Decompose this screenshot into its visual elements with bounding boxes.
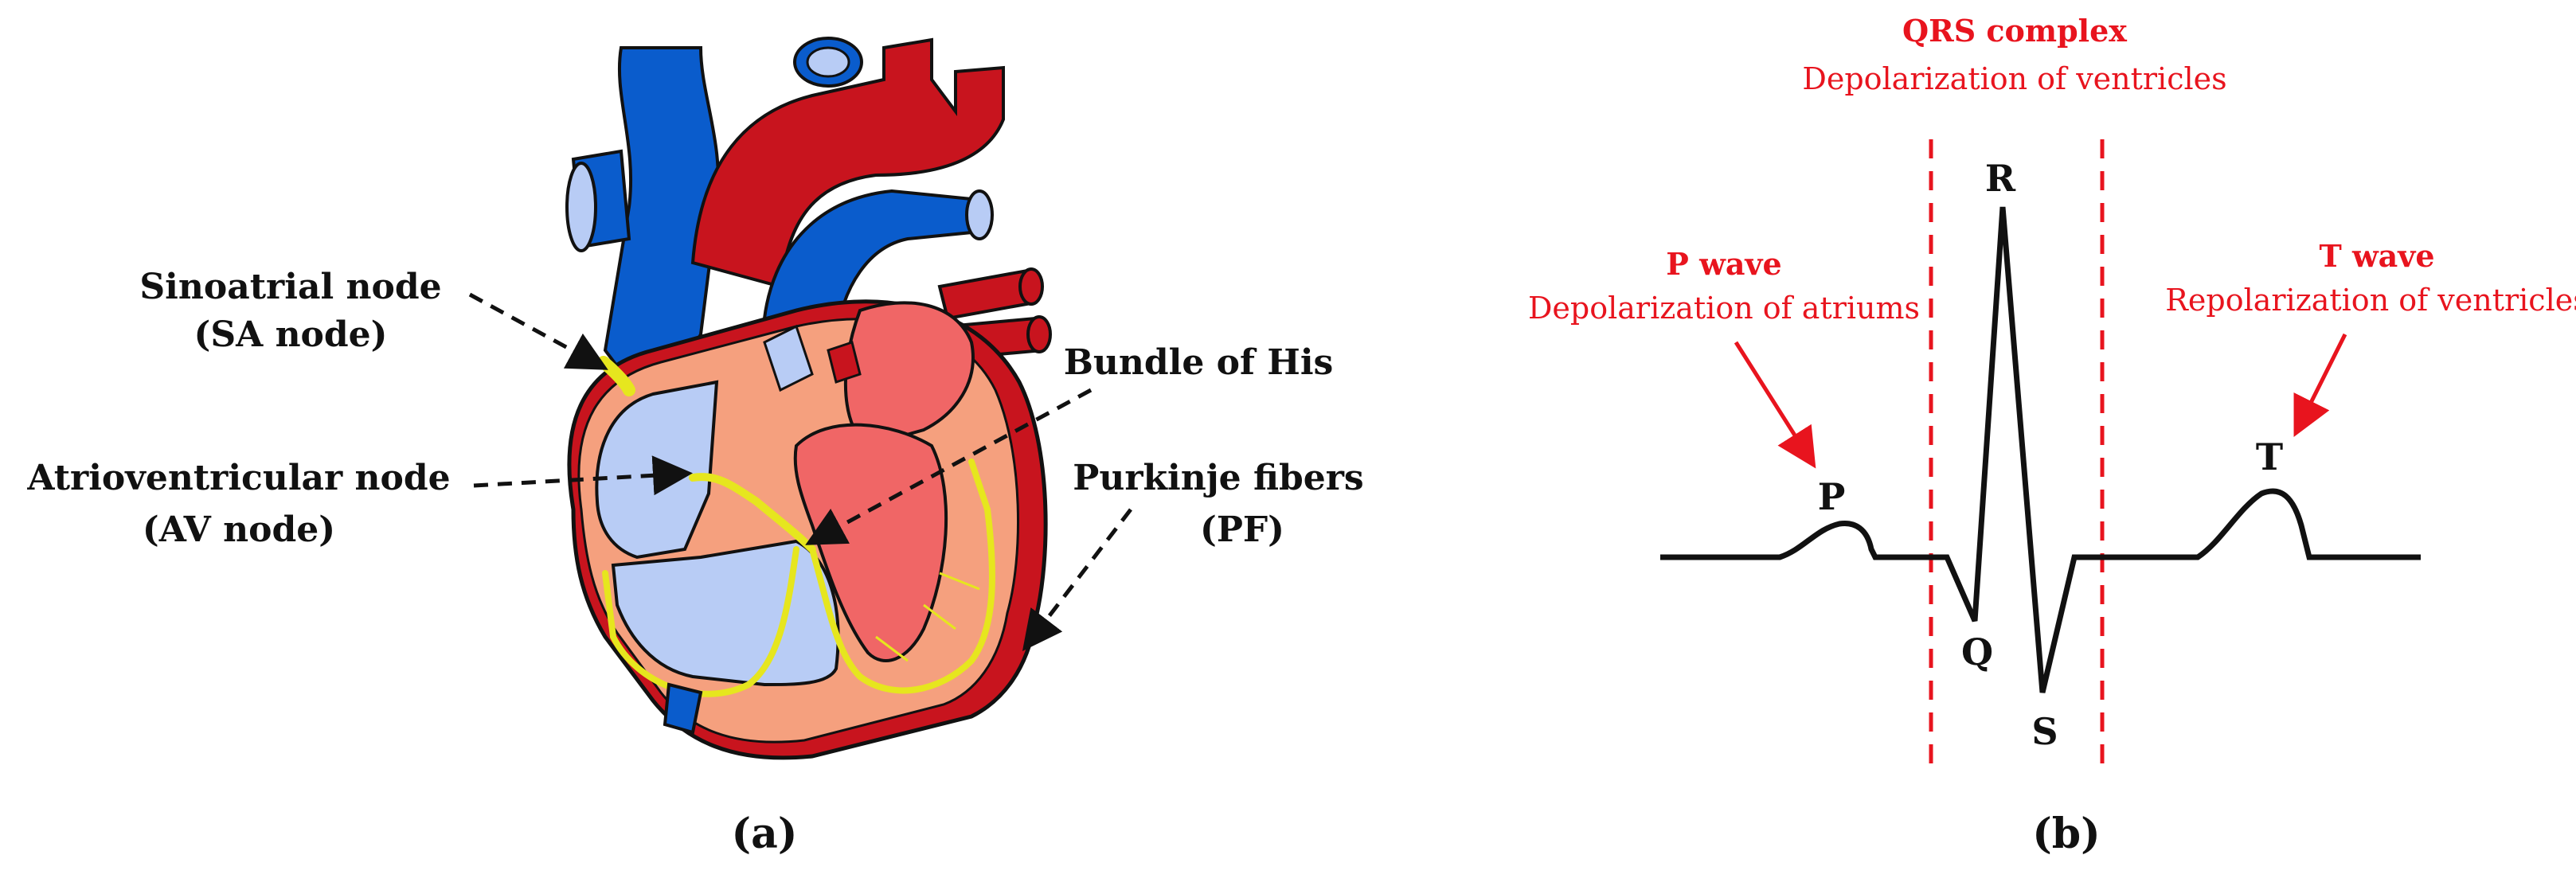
- caption-a: (a): [732, 810, 798, 858]
- label-purkinje-line1: Purkinje fibers: [1073, 458, 1363, 498]
- aortic-arch: [690, 37, 1005, 289]
- pulmonary-artery: [762, 189, 991, 337]
- pointer-bundle-of-his: [805, 388, 1093, 545]
- t-wave-arrow: [2293, 333, 2347, 437]
- right-ventricle: [611, 539, 840, 687]
- ecg-panel: P Q R S T QRS complex Depolarization of …: [1528, 13, 2576, 858]
- purkinje-left-branch: [809, 459, 995, 694]
- left-atrium: [843, 301, 975, 448]
- pointer-av-node: [473, 455, 693, 496]
- label-bundle-of-his: Bundle of His: [1064, 342, 1334, 383]
- label-purkinje-line2: (PF): [1200, 509, 1284, 550]
- caption-b: (b): [2032, 810, 2101, 858]
- t-wave-title: T wave: [2319, 238, 2434, 274]
- conduction-pathway: [689, 473, 816, 553]
- label-sa-node-line1: Sinoatrial node: [139, 267, 441, 307]
- wave-label-s: S: [2031, 710, 2058, 753]
- p-wave-description: Depolarization of atriums: [1528, 291, 1920, 326]
- label-av-node-line2: (AV node): [143, 509, 335, 550]
- wave-label-r: R: [1985, 157, 2016, 200]
- label-sa-node-line2: (SA node): [194, 314, 388, 355]
- t-wave-description: Repolarization of ventricles: [2165, 283, 2576, 318]
- ecg-waveform: [1660, 206, 2421, 693]
- wave-label-p: P: [1818, 475, 1846, 518]
- p-wave-arrow: [1734, 341, 1816, 469]
- purkinje-right-branch: [602, 546, 799, 697]
- p-wave-title: P wave: [1666, 246, 1781, 282]
- panel-a-labels: Sinoatrial node (SA node) Atrioventricul…: [26, 267, 1363, 858]
- pointer-sa-node: [468, 292, 608, 370]
- qrs-title: QRS complex: [1902, 13, 2127, 49]
- pointer-purkinje: [1022, 508, 1132, 651]
- qrs-description: Depolarization of ventricles: [1802, 61, 2226, 96]
- heart-illustration: [565, 37, 1052, 760]
- wave-label-t: T: [2256, 435, 2283, 478]
- label-av-node-line1: Atrioventricular node: [26, 458, 450, 498]
- wave-label-q: Q: [1961, 630, 1993, 673]
